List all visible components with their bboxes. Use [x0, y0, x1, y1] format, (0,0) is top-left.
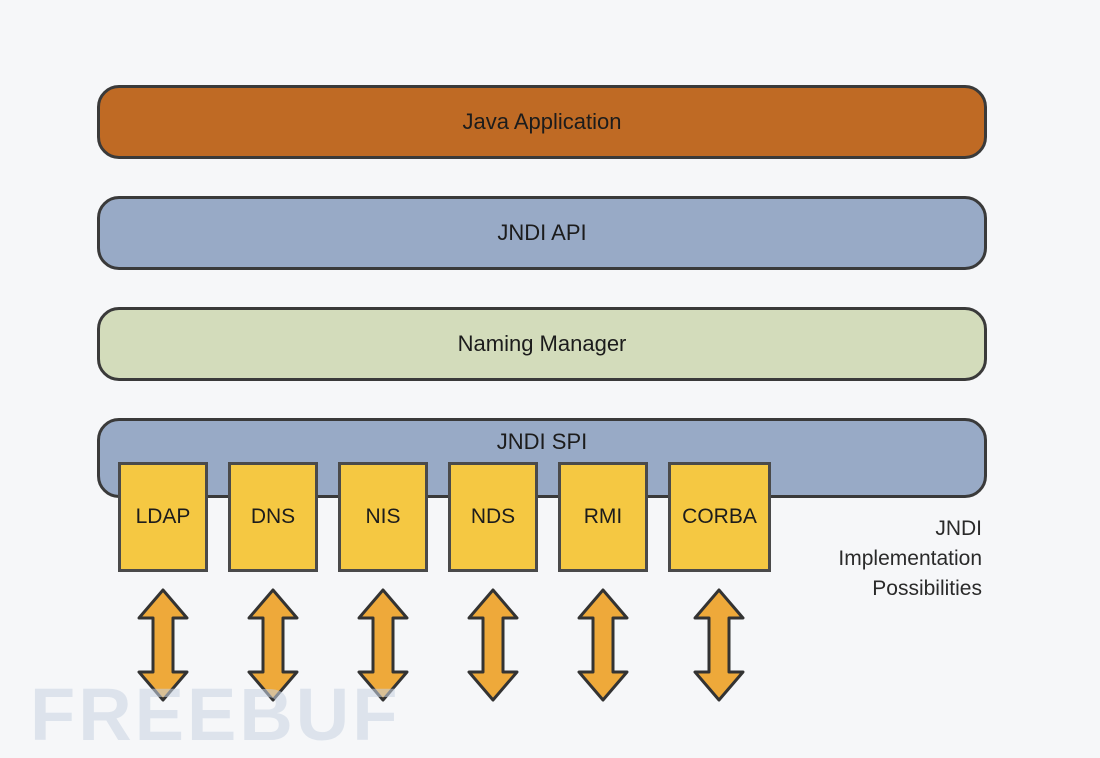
- double-arrow-icon: [693, 588, 745, 702]
- java-application-layer: Java Application: [97, 85, 987, 159]
- caption-line: Possibilities: [872, 577, 982, 600]
- corba-box: CORBA: [668, 462, 771, 572]
- caption-line: JNDI: [935, 517, 982, 540]
- double-arrow-icon: [577, 588, 629, 702]
- dns-box: DNS: [228, 462, 318, 572]
- double-arrow-icon: [247, 588, 299, 702]
- double-arrow-icon: [467, 588, 519, 702]
- nds-box: NDS: [448, 462, 538, 572]
- implementation-caption: JNDI Implementation Possibilities: [790, 514, 982, 604]
- jndi-api-layer: JNDI API: [97, 196, 987, 270]
- naming-manager-label: Naming Manager: [457, 331, 627, 356]
- corba-label: CORBA: [682, 505, 757, 528]
- double-arrow-icon: [137, 588, 189, 702]
- ldap-label: LDAP: [135, 505, 191, 528]
- caption-line: Implementation: [838, 547, 982, 570]
- rmi-label: RMI: [583, 505, 623, 528]
- jndi-api-label: JNDI API: [497, 220, 587, 245]
- ldap-box: LDAP: [118, 462, 208, 572]
- rmi-box: RMI: [558, 462, 648, 572]
- freebuf-watermark: FREEBUF: [30, 673, 401, 756]
- nis-box: NIS: [338, 462, 428, 572]
- naming-manager-layer: Naming Manager: [97, 307, 987, 381]
- nis-label: NIS: [365, 505, 401, 528]
- java-application-label: Java Application: [462, 109, 622, 134]
- double-arrow-icon: [357, 588, 409, 702]
- dns-label: DNS: [250, 505, 296, 528]
- jndi-spi-label: JNDI SPI: [496, 429, 588, 454]
- nds-label: NDS: [470, 505, 516, 528]
